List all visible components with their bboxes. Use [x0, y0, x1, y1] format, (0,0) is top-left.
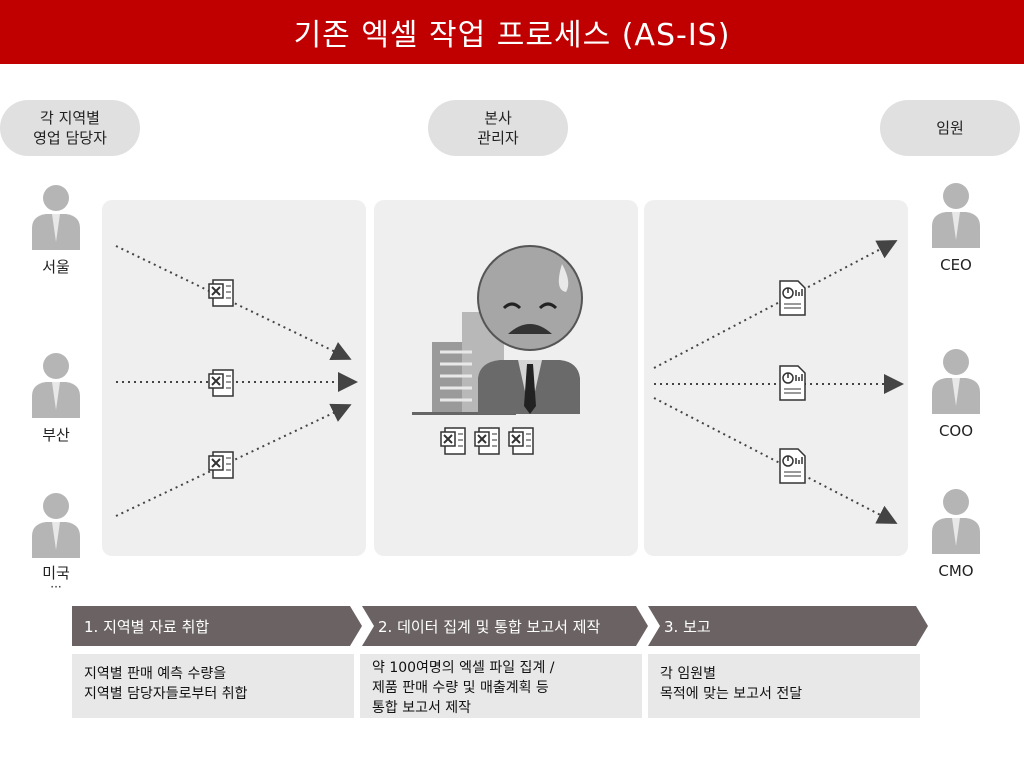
step-desc-2: 약 100여명의 엑셀 파일 집계 / 제품 판매 수량 및 매출계획 등 통합… — [360, 654, 642, 718]
report-file-icon — [779, 365, 806, 401]
excel-file-icon — [440, 427, 466, 455]
region-label-busan: 부산 — [42, 426, 70, 444]
excel-file-icon — [508, 427, 534, 455]
excel-file-icon — [208, 369, 234, 397]
report-file-icon — [779, 448, 806, 484]
sad-face-icon — [477, 245, 583, 351]
arrow-cmo — [653, 397, 898, 524]
step-arrow-3 — [648, 606, 928, 646]
excel-file-icon — [208, 451, 234, 479]
step-arrow-2 — [362, 606, 648, 646]
step-desc-1: 지역별 판매 예측 수량을 지역별 담당자들로부터 취합 — [72, 654, 354, 718]
region-label-usa: 미국 — [42, 564, 70, 582]
page-title: 기존 엑셀 작업 프로세스 (AS-IS) — [0, 0, 1024, 64]
excel-file-icon — [208, 279, 234, 307]
arrow-seoul — [115, 245, 352, 361]
report-file-icon — [779, 280, 806, 316]
role-executives: 임원 — [880, 100, 1020, 156]
arrow-usa — [115, 403, 352, 517]
step-label-3: 3. 보고 — [664, 617, 711, 636]
region-label-seoul: 서울 — [42, 258, 70, 276]
excel-file-icon — [474, 427, 500, 455]
step-label-1: 1. 지역별 자료 취합 — [84, 617, 210, 636]
region-label-more: ··· — [50, 580, 62, 594]
panel-report — [644, 200, 908, 556]
role-regional-sales: 각 지역별 영업 담당자 — [0, 100, 140, 156]
arrow-ceo — [653, 240, 898, 369]
exec-label-coo: COO — [938, 422, 974, 440]
person-icon-cmo — [932, 489, 980, 554]
person-icon-ceo — [932, 183, 980, 248]
person-icon-seoul — [32, 185, 80, 250]
person-icon-busan — [32, 353, 80, 418]
role-hq-manager: 본사 관리자 — [428, 100, 568, 156]
step-arrow-1 — [72, 606, 362, 646]
manager-body — [478, 360, 580, 414]
panel-collection — [102, 200, 366, 556]
step-desc-3: 각 임원별 목적에 맞는 보고서 전달 — [648, 654, 920, 718]
exec-label-cmo: CMO — [938, 562, 974, 580]
person-icon-usa — [32, 493, 80, 558]
exec-label-ceo: CEO — [940, 256, 972, 274]
person-icon-coo — [932, 349, 980, 414]
step-label-2: 2. 데이터 집계 및 통합 보고서 제작 — [378, 617, 601, 636]
